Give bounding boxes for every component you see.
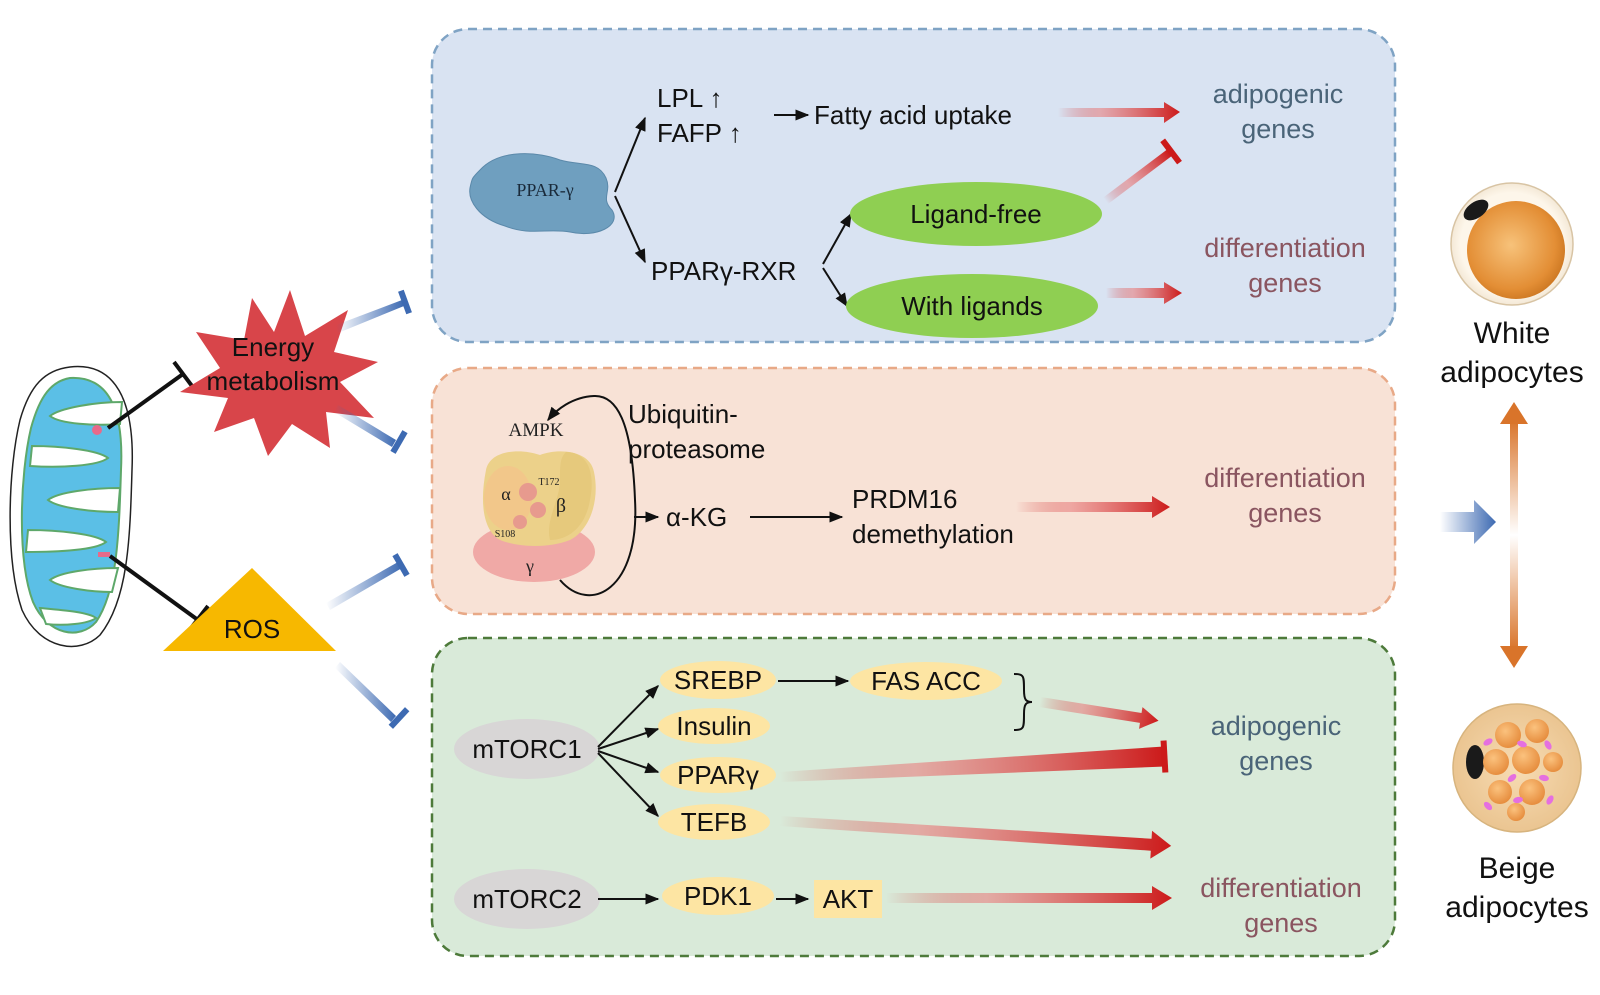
- red-arrow-akt-to-differentiation: [886, 886, 1172, 910]
- bot-differentiation-label-2: genes: [1244, 908, 1318, 938]
- fatty-acid-uptake-label: Fatty acid uptake: [814, 100, 1012, 130]
- mitochondrion-illustration: [9, 365, 134, 648]
- mid-differentiation-label-2: genes: [1248, 498, 1322, 528]
- arrow-mtorc1-srebp: [597, 685, 659, 748]
- fafp-label: FAFP ↑: [657, 118, 742, 148]
- mito-to-ros-line: [108, 554, 200, 622]
- ros-label: ROS: [224, 614, 280, 644]
- energy-metabolism-starburst: [180, 290, 378, 456]
- top-differentiation-label-1: differentiation: [1204, 233, 1366, 263]
- s108-label: S108: [495, 529, 516, 540]
- ligand-free-label: Ligand-free: [910, 199, 1042, 229]
- mid-differentiation-label-1: differentiation: [1204, 463, 1366, 493]
- bot-adipogenic-label-1: adipogenic: [1211, 711, 1342, 741]
- ros-triangle: [163, 568, 336, 651]
- bot-adipogenic-label-2: genes: [1239, 746, 1313, 776]
- lpl-label: LPL ↑: [657, 83, 723, 113]
- akg-label: α-KG: [666, 502, 727, 532]
- bot-differentiation-label-1: differentiation: [1200, 873, 1362, 903]
- top-adipogenic-label-2: genes: [1241, 114, 1315, 144]
- pdk1-oval: [662, 877, 774, 915]
- arrow-ppar-to-lpl: [614, 116, 646, 193]
- ampk-protein-illustration: [473, 451, 596, 582]
- beta-label: β: [556, 495, 566, 517]
- top-differentiation-label-2: genes: [1248, 268, 1322, 298]
- ppary-oval: [660, 757, 776, 793]
- orange-double-arrow: [1500, 402, 1528, 668]
- top-adipogenic-label-1: adipogenic: [1213, 79, 1344, 109]
- with-ligands-oval: [846, 274, 1098, 338]
- mtorc2-oval: [454, 869, 600, 929]
- akt-label: AKT: [823, 884, 874, 914]
- pdk1-label: PDK1: [684, 881, 752, 911]
- prdm16-label-1: PRDM16: [852, 484, 957, 514]
- alpha-label: α: [501, 484, 511, 504]
- ppar-rxr-label: PPARγ-RXR: [651, 256, 796, 286]
- red-arrow-prdm16-to-differentiation: [1016, 496, 1170, 518]
- srebp-label: SREBP: [674, 665, 762, 695]
- ampk-label: AMPK: [509, 420, 564, 441]
- blue-inhibit-energy-ampk: [334, 405, 408, 454]
- arrow-ppar-to-rxr: [614, 195, 646, 264]
- ubiquitin-label-1: Ubiquitin-: [628, 399, 738, 429]
- with-ligands-label: With ligands: [901, 291, 1043, 321]
- beige-adipocytes-label-1: Beige: [1479, 852, 1556, 885]
- beige-adipocytes-label-2: adipocytes: [1445, 891, 1588, 924]
- ppary-label: PPARγ: [677, 760, 759, 790]
- fas-acc-oval: [850, 662, 1002, 700]
- mtorc2-label: mTORC2: [472, 884, 581, 914]
- blue-arrow-to-beige: [1440, 500, 1496, 544]
- white-adipocytes-label-2: adipocytes: [1440, 356, 1583, 389]
- fas-acc-bracket: [1013, 673, 1033, 731]
- akt-box: [814, 880, 882, 918]
- beige-adipocyte-illustration: [1452, 703, 1582, 833]
- fas-acc-label: FAS ACC: [871, 666, 981, 696]
- blue-inhibit-ros-mtor: [335, 662, 410, 729]
- white-adipocyte-illustration: [1450, 182, 1574, 306]
- ubiquitin-loop-arrow: [547, 394, 637, 597]
- blue-inhibit-energy-ppar: [336, 289, 412, 333]
- red-arrow-fasacc-to-adipogenic: [1039, 697, 1159, 729]
- energy-label-2: metabolism: [207, 366, 340, 396]
- insulin-oval: [658, 708, 770, 744]
- red-arrow-ligands-to-differentiation: [1106, 282, 1182, 304]
- arrow-rxr-to-ligand-free: [822, 212, 852, 265]
- ppar-gamma-label: PPAR-γ: [516, 180, 573, 200]
- energy-label-1: Energy: [232, 332, 314, 362]
- blue-inhibit-ros-ampk: [326, 553, 410, 610]
- insulin-label: Insulin: [676, 711, 751, 741]
- arrow-mtorc1-ppary: [597, 750, 660, 774]
- energy-inhibit-bar: [172, 360, 194, 388]
- panel-ampk: [430, 366, 1397, 616]
- ubiquitin-label-2: proteasome: [628, 434, 765, 464]
- t172-label: T172: [538, 477, 559, 488]
- mtorc1-oval: [454, 719, 600, 779]
- white-adipocytes-label-1: White: [1474, 317, 1551, 350]
- red-arrow-fatty-to-adipogenic: [1058, 102, 1180, 123]
- arrow-mtorc1-tefb: [597, 752, 659, 818]
- red-inhibit-ligandfree-to-adipogenic: [1103, 138, 1182, 204]
- arrow-mtorc1-insulin: [597, 727, 660, 750]
- red-arrow-tefb-to-differentiation: [779, 816, 1172, 859]
- tefb-oval: [658, 804, 770, 840]
- mito-to-energy-line: [106, 372, 185, 430]
- mtorc1-label: mTORC1: [472, 734, 581, 764]
- red-inhibit-ppary-to-adipogenic: [779, 740, 1169, 782]
- srebp-oval: [660, 661, 776, 699]
- tefb-label: TEFB: [681, 807, 747, 837]
- gamma-label: γ: [525, 556, 534, 576]
- ppar-gamma-blob: [469, 153, 615, 234]
- arrow-rxr-to-with-ligands: [822, 267, 848, 308]
- ligand-free-oval: [850, 182, 1102, 246]
- prdm16-label-2: demethylation: [852, 519, 1014, 549]
- panel-ppar: [430, 27, 1397, 344]
